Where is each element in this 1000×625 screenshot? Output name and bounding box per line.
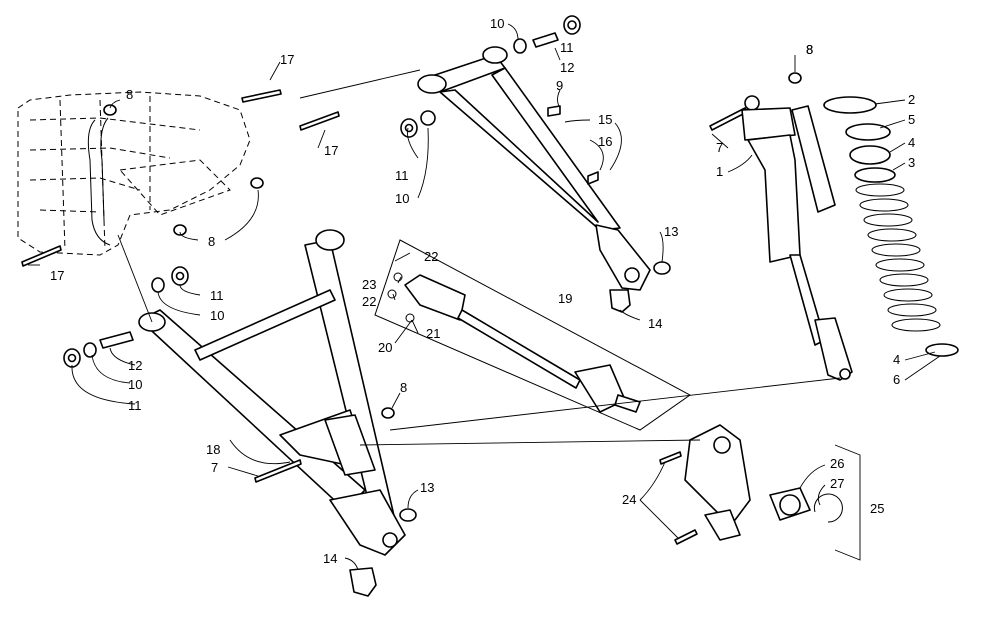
callout-12: 12 — [128, 358, 142, 373]
upper-a-arm — [417, 46, 651, 291]
lower-arm-hardware — [63, 72, 802, 597]
callout-20: 20 — [378, 340, 392, 355]
leader-lines — [28, 23, 941, 571]
frame-outline — [17, 91, 251, 256]
steering-knuckle — [684, 424, 843, 541]
callout-8: 8 — [400, 380, 407, 395]
callout-10: 10 — [490, 16, 504, 31]
callout-labels: 10 11 12 8 17 8 17 9 15 16 11 10 8 17 13… — [50, 16, 915, 566]
callout-26: 26 — [830, 456, 844, 471]
callout-8: 8 — [208, 234, 215, 249]
callout-10: 10 — [210, 308, 224, 323]
callout-17: 17 — [280, 52, 294, 67]
callout-2: 2 — [908, 92, 915, 107]
callout-1: 1 — [716, 164, 723, 179]
callout-15: 15 — [598, 112, 612, 127]
callout-24: 24 — [622, 492, 636, 507]
bolts — [21, 89, 748, 545]
callout-11: 11 — [395, 168, 409, 183]
callout-11: 11 — [560, 40, 574, 55]
callout-17: 17 — [50, 268, 64, 283]
callout-17: 17 — [324, 143, 338, 158]
callout-18: 18 — [206, 442, 220, 457]
upper-arm-hardware — [400, 15, 671, 313]
callout-21: 21 — [426, 326, 440, 341]
callout-7: 7 — [211, 460, 218, 475]
callout-12: 12 — [560, 60, 574, 75]
callout-11: 11 — [128, 398, 142, 413]
callout-4: 4 — [893, 352, 900, 367]
callout-22: 22 — [362, 294, 376, 309]
callout-10: 10 — [128, 377, 142, 392]
callout-22: 22 — [424, 249, 438, 264]
callout-5: 5 — [908, 112, 915, 127]
coil-spring — [823, 96, 959, 357]
callout-19: 19 — [558, 291, 572, 306]
shock-absorber — [741, 95, 853, 381]
callout-13: 13 — [664, 224, 678, 239]
callout-16: 16 — [598, 134, 612, 149]
callout-7: 7 — [716, 140, 723, 155]
callout-14: 14 — [648, 316, 662, 331]
callout-3: 3 — [908, 155, 915, 170]
callout-13: 13 — [420, 480, 434, 495]
drive-shaft — [374, 239, 691, 431]
reference-lines — [117, 69, 841, 446]
callout-9: 9 — [556, 78, 563, 93]
callout-25: 25 — [870, 501, 884, 516]
callout-14: 14 — [323, 551, 337, 566]
callout-11: 11 — [210, 288, 224, 303]
callout-23: 23 — [362, 277, 376, 292]
callout-27: 27 — [830, 476, 844, 491]
callout-10: 10 — [395, 191, 409, 206]
callout-6: 6 — [893, 372, 900, 387]
callout-8: 8 — [126, 87, 133, 102]
callout-4: 4 — [908, 135, 915, 150]
callout-8: 8 — [806, 42, 813, 57]
callout-8: 8 — [806, 42, 813, 57]
